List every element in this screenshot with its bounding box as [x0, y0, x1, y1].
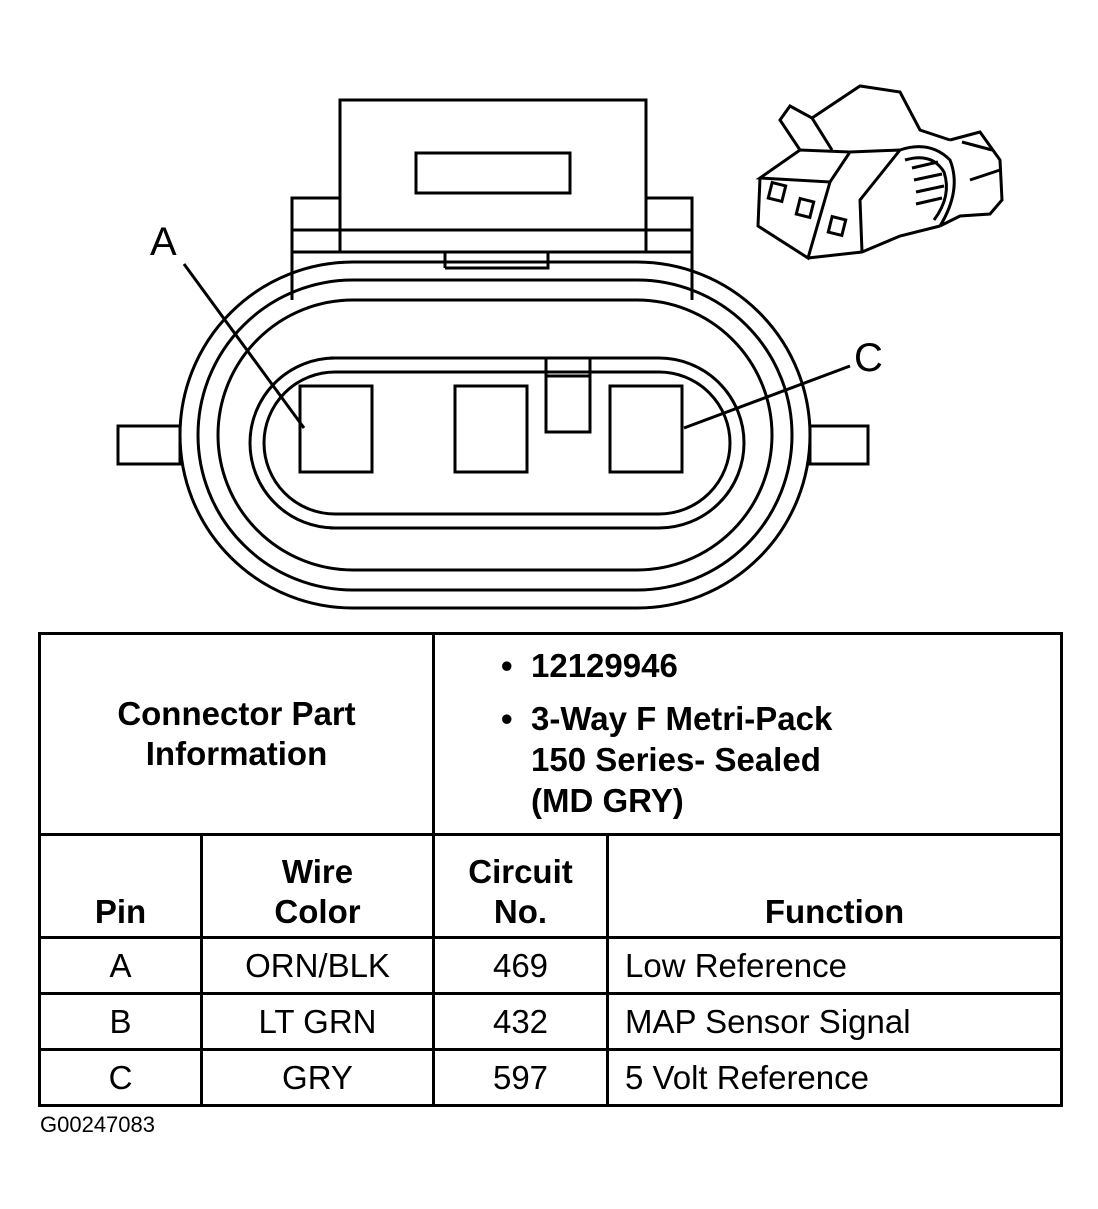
row-circuit: 597 — [432, 1048, 609, 1107]
terminal-a — [298, 384, 374, 474]
col-header-function: Function — [606, 833, 1063, 939]
part-info-details: 12129946 3-Way F Metri-Pack 150 Series- … — [432, 632, 1063, 836]
figure-id: G00247083 — [40, 1112, 155, 1137]
latch-window — [414, 151, 572, 195]
row-pin: A — [38, 936, 203, 995]
part-info-heading: Connector Part Information — [38, 632, 435, 836]
outer-shell — [178, 260, 812, 610]
row-circuit: 469 — [432, 936, 609, 995]
row-function: MAP Sensor Signal — [606, 992, 1063, 1051]
col-header-pin: Pin — [38, 833, 203, 939]
table-row: C GRY 597 5 Volt Reference — [38, 1048, 1063, 1107]
pin-a-callout: A — [150, 220, 177, 264]
leader-line-c — [683, 364, 851, 430]
row-wire-color: ORN/BLK — [200, 936, 435, 995]
inner-seal-ring — [216, 298, 774, 572]
outer-seal-ring — [196, 278, 794, 592]
latch-lip — [292, 228, 692, 270]
leader-line-a — [182, 263, 306, 429]
left-mount-tab — [116, 424, 182, 466]
right-mount-tab — [808, 424, 870, 466]
col-header-wire-color-text: Wire Color — [274, 853, 361, 930]
terminal-cavity — [248, 356, 746, 530]
col-header-circuit-no-text: Circuit No. — [468, 853, 573, 930]
part-info-heading-text: Connector Part Information — [117, 695, 356, 772]
part-info-row: Connector Part Information 12129946 3-Wa… — [38, 632, 1063, 836]
terminal-c — [608, 384, 684, 474]
terminal-cavity-inner — [262, 370, 732, 516]
connector-info-table: Connector Part Information 12129946 3-Wa… — [38, 632, 1063, 1107]
key-slot — [544, 356, 592, 434]
row-function: Low Reference — [606, 936, 1063, 995]
row-wire-color: GRY — [200, 1048, 435, 1107]
col-header-wire-color: Wire Color — [200, 833, 435, 939]
part-number: 12129946 — [435, 645, 1060, 686]
latch-top-block — [338, 98, 648, 254]
row-function: 5 Volt Reference — [606, 1048, 1063, 1107]
table-row: B LT GRN 432 MAP Sensor Signal — [38, 992, 1063, 1051]
terminal-b — [453, 384, 529, 474]
part-info-bullets: 12129946 3-Way F Metri-Pack 150 Series- … — [435, 645, 1060, 821]
pin-c-callout: C — [854, 336, 883, 380]
col-header-circuit-no: Circuit No. — [432, 833, 609, 939]
row-pin: C — [38, 1048, 203, 1107]
row-pin: B — [38, 992, 203, 1051]
latch-body — [290, 196, 694, 300]
connector-face-diagram — [116, 84, 1004, 610]
column-header-row: Pin Wire Color Circuit No. Function — [38, 833, 1063, 939]
connector-thumbnail — [755, 84, 1004, 261]
part-description: 3-Way F Metri-Pack 150 Series- Sealed (M… — [435, 698, 871, 821]
row-circuit: 432 — [432, 992, 609, 1051]
table-row: A ORN/BLK 469 Low Reference — [38, 936, 1063, 995]
row-wire-color: LT GRN — [200, 992, 435, 1051]
